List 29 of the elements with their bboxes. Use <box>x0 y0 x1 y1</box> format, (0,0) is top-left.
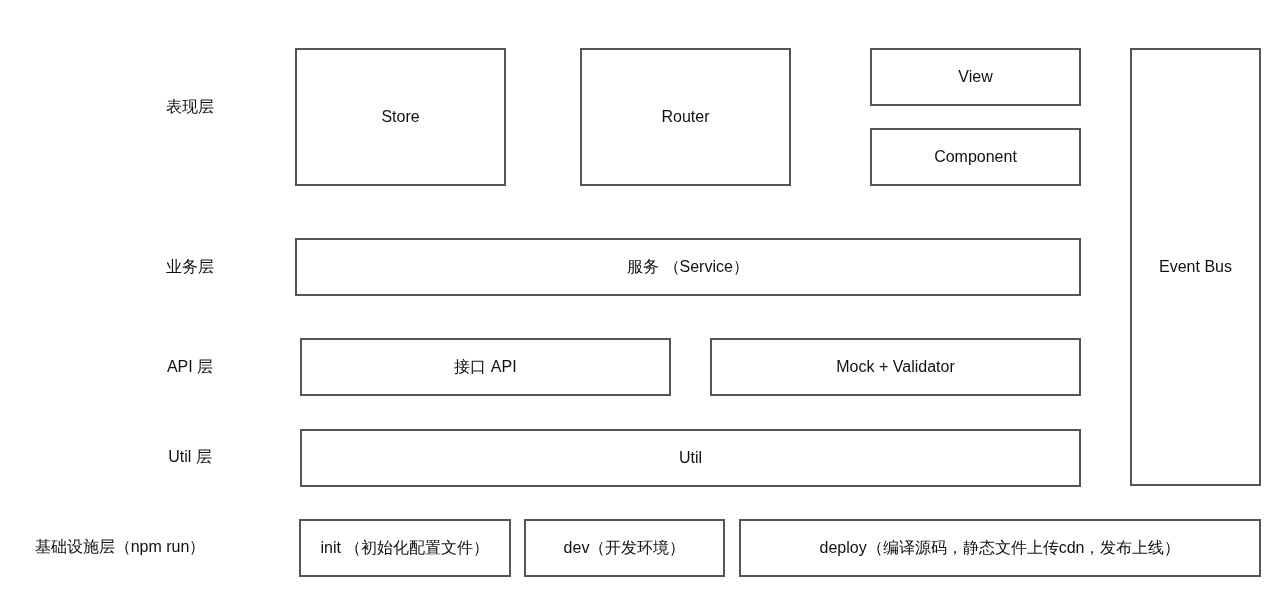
box-label: 服务 （Service） <box>627 256 749 277</box>
layer-box <box>299 519 511 577</box>
layer-box <box>300 338 671 396</box>
layer-box <box>300 429 1081 487</box>
layer-label: 基础设施层（npm run） <box>34 536 206 557</box>
layer-box <box>295 48 506 186</box>
box-label: Util <box>678 449 703 467</box>
layer-box <box>870 128 1081 186</box>
box-label: Component <box>934 148 1017 166</box>
box-label: Store <box>381 108 420 126</box>
box-label: 接口 API <box>454 356 517 377</box>
layer-box <box>710 338 1081 396</box>
layer-label: 表现层 <box>166 96 214 117</box>
layer-box <box>1130 48 1261 486</box>
layer-label: API 层 <box>166 356 214 377</box>
layer-box <box>870 48 1081 106</box>
layer-label: 业务层 <box>166 256 214 277</box>
layer-box <box>580 48 791 186</box>
layer-label: Util 层 <box>168 446 212 467</box>
box-label: deploy（编译源码，静态文件上传cdn，发布上线） <box>819 537 1181 558</box>
box-label: Router <box>661 108 710 126</box>
layer-box <box>739 519 1261 577</box>
box-label: Event Bus <box>1159 258 1232 276</box>
box-label: dev（开发环境） <box>563 537 686 558</box>
box-label: init （初始化配置文件） <box>320 537 490 558</box>
layer-box <box>524 519 725 577</box>
layer-box <box>295 238 1081 296</box>
box-label: Mock + Validator <box>836 358 955 376</box>
box-label: View <box>958 68 993 86</box>
